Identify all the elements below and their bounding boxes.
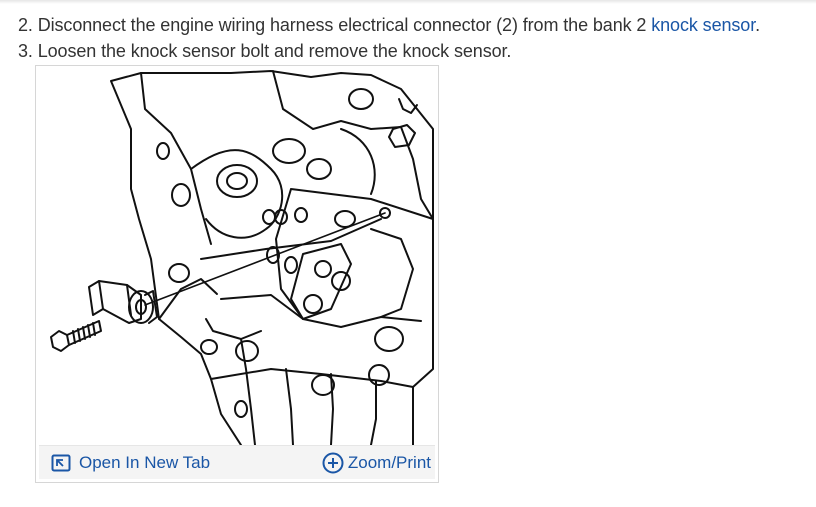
- top-divider: [0, 0, 816, 4]
- instruction-steps: 2. Disconnect the engine wiring harness …: [18, 12, 760, 64]
- zoom-plus-icon: [322, 452, 344, 473]
- step-2-text: Disconnect the engine wiring harness ele…: [37, 15, 647, 35]
- knock-sensor-link[interactable]: knock sensor: [651, 15, 756, 35]
- step-2: 2. Disconnect the engine wiring harness …: [18, 12, 760, 38]
- step-2-number: 2.: [18, 15, 33, 35]
- figure-toolbar: Open In New Tab Zoom/Print: [39, 445, 435, 479]
- step-3-text: Loosen the knock sensor bolt and remove …: [37, 41, 512, 61]
- zoom-print-button[interactable]: Zoom/Print: [322, 446, 431, 479]
- engine-diagram: [50, 70, 434, 445]
- open-in-new-tab-button[interactable]: Open In New Tab: [51, 446, 210, 479]
- step-2-period: .: [755, 15, 761, 35]
- open-in-new-tab-icon: [51, 454, 71, 471]
- step-3-number: 3.: [18, 41, 33, 61]
- zoom-print-label: Zoom/Print: [347, 452, 431, 472]
- step-3: 3. Loosen the knock sensor bolt and remo…: [18, 38, 760, 64]
- open-in-new-tab-label: Open In New Tab: [79, 452, 211, 472]
- illustration-figure: Open In New Tab Zoom/Print: [35, 65, 439, 483]
